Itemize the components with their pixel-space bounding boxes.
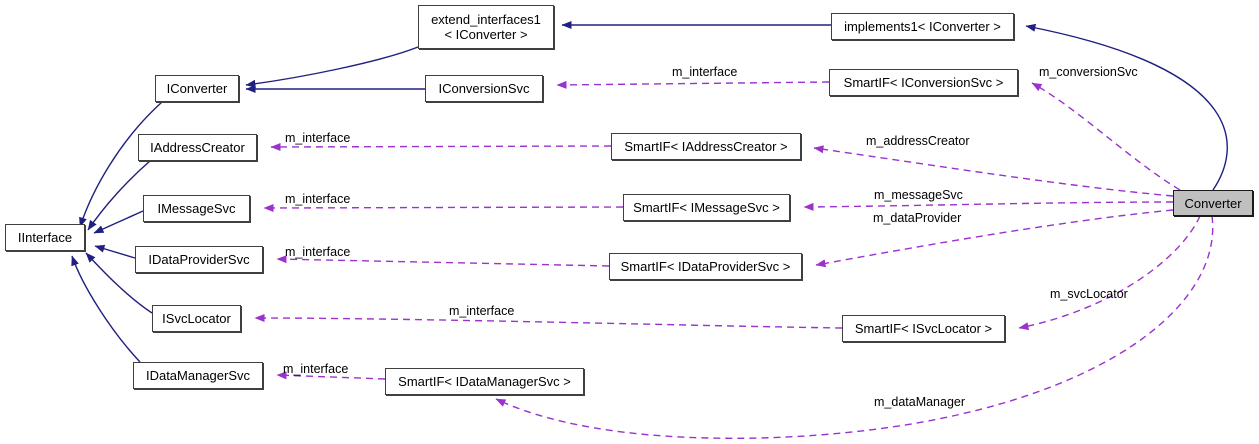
use-smartif_iaddress-to-iaddresscreator bbox=[270, 142, 612, 151]
class-node-smartif_isvcloc[interactable]: SmartIF< ISvcLocator > bbox=[842, 315, 1005, 342]
use-converter-to-smartif_idataprov bbox=[815, 209, 1174, 268]
class-node-smartif_idataprov[interactable]: SmartIF< IDataProviderSvc > bbox=[609, 253, 802, 280]
inh-idataprovidersvc-to-iinterface bbox=[94, 244, 136, 259]
lbl-m_conversionsvc: m_conversionSvc bbox=[1039, 65, 1138, 79]
use-smartif_isvcloc-to-isvclocator bbox=[254, 314, 843, 329]
class-node-converter[interactable]: Converter bbox=[1173, 190, 1253, 216]
class-node-isvclocator[interactable]: ISvcLocator bbox=[152, 305, 241, 332]
class-node-smartif_iconvsvc[interactable]: SmartIF< IConversionSvc > bbox=[829, 69, 1018, 96]
use-converter-to-smartif_imessage bbox=[803, 201, 1174, 211]
inh-idatamanagersvc-to-iinterface bbox=[71, 255, 141, 363]
lbl-m_interface-iconversionsvc: m_interface bbox=[672, 65, 738, 79]
lbl-m_addresscreator: m_addressCreator bbox=[866, 134, 970, 148]
lbl-m_interface-isvclocator: m_interface bbox=[449, 304, 515, 318]
inh-converter-to-implements1 bbox=[1025, 23, 1228, 191]
lbl-m_datamanager: m_dataManager bbox=[874, 395, 966, 409]
class-node-iinterface[interactable]: IInterface bbox=[5, 224, 85, 251]
inh-iaddresscreator-to-iinterface bbox=[87, 160, 151, 231]
class-node-extend_interfaces1[interactable]: extend_interfaces1 < IConverter > bbox=[418, 5, 554, 49]
use-smartif_imessage-to-imessagesvc bbox=[263, 203, 624, 212]
lbl-m_interface-imessagesvc: m_interface bbox=[285, 192, 351, 206]
class-node-implements1[interactable]: implements1< IConverter > bbox=[831, 13, 1014, 40]
class-node-smartif_idatamanager[interactable]: SmartIF< IDataManagerSvc > bbox=[385, 368, 584, 395]
use-converter-to-smartif_iaddress bbox=[813, 145, 1174, 197]
inh-extend-to-iconverter bbox=[245, 46, 419, 88]
lbl-m_svclocator: m_svcLocator bbox=[1050, 287, 1128, 301]
use-converter-to-smartif_iconvsvc bbox=[1031, 82, 1181, 191]
use-converter-to-smartif_isvcloc bbox=[1018, 215, 1201, 331]
class-node-smartif_iaddress[interactable]: SmartIF< IAddressCreator > bbox=[611, 133, 801, 160]
lbl-m_dataprovider: m_dataProvider bbox=[873, 211, 962, 225]
use-smartif_idataprov-to-idataprovidersvc bbox=[276, 255, 610, 267]
lbl-m_interface-idataprovidersvc: m_interface bbox=[285, 245, 351, 259]
use-smartif_iconvsvc-to-iconversionsvc bbox=[556, 80, 830, 89]
lbl-m_interface-idatamanagersvc: m_interface bbox=[283, 362, 349, 376]
class-node-iconverter[interactable]: IConverter bbox=[155, 75, 239, 102]
lbl-m_messagesvc: m_messageSvc bbox=[874, 188, 963, 202]
class-node-iaddresscreator[interactable]: IAddressCreator bbox=[138, 134, 257, 161]
inh-imessagesvc-to-iinterface bbox=[93, 210, 144, 234]
class-node-idataprovidersvc[interactable]: IDataProviderSvc bbox=[135, 246, 263, 273]
class-node-idatamanagersvc[interactable]: IDataManagerSvc bbox=[133, 362, 263, 389]
class-node-smartif_imessage[interactable]: SmartIF< IMessageSvc > bbox=[623, 194, 790, 221]
class-node-imessagesvc[interactable]: IMessageSvc bbox=[143, 195, 250, 222]
class-node-iconversionsvc[interactable]: IConversionSvc bbox=[425, 75, 543, 102]
lbl-m_interface-iaddresscreator: m_interface bbox=[285, 131, 351, 145]
